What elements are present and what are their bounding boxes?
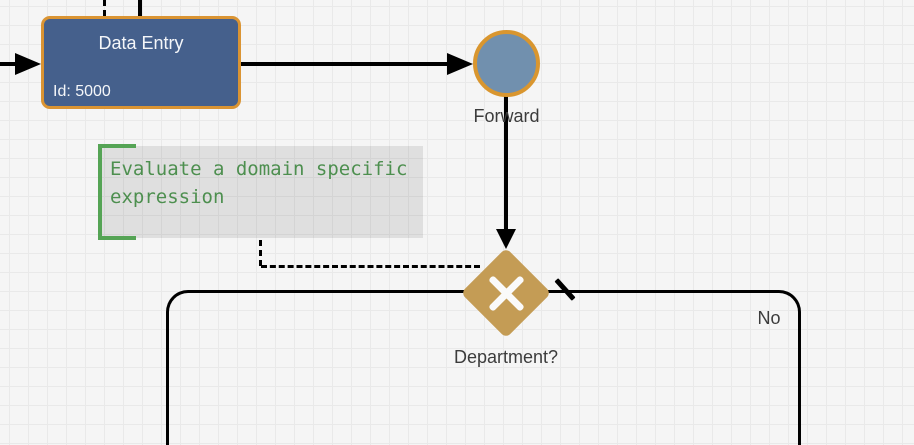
gateway-department-label[interactable]: Department? (453, 347, 559, 367)
edge-into-data-entry[interactable] (0, 62, 16, 66)
note-connector-vertical[interactable] (259, 240, 262, 266)
note-bracket-icon (98, 144, 136, 240)
arrowhead-icon (496, 229, 516, 249)
event-forward[interactable] (473, 30, 540, 97)
arrowhead-icon (15, 53, 41, 75)
note-connector-horizontal[interactable] (261, 265, 480, 268)
note-text[interactable]: Evaluate a domain specific expression (110, 158, 408, 208)
edge-data-entry-to-forward[interactable] (238, 62, 449, 66)
task-title: Data Entry (98, 33, 184, 53)
edge-label-no[interactable]: No (757, 308, 781, 328)
edge-forward-to-department[interactable] (504, 96, 508, 231)
event-forward-label[interactable]: Forward (473, 106, 540, 126)
task-data-entry[interactable]: Data Entry Id: 5000 (41, 16, 241, 109)
edge-stub-solid-top[interactable] (138, 0, 142, 16)
task-id-label: Id: 5000 (53, 83, 111, 100)
note-box[interactable] (100, 146, 423, 238)
arrowhead-icon (447, 53, 473, 75)
edge-stub-dashed-top[interactable] (103, 0, 106, 16)
